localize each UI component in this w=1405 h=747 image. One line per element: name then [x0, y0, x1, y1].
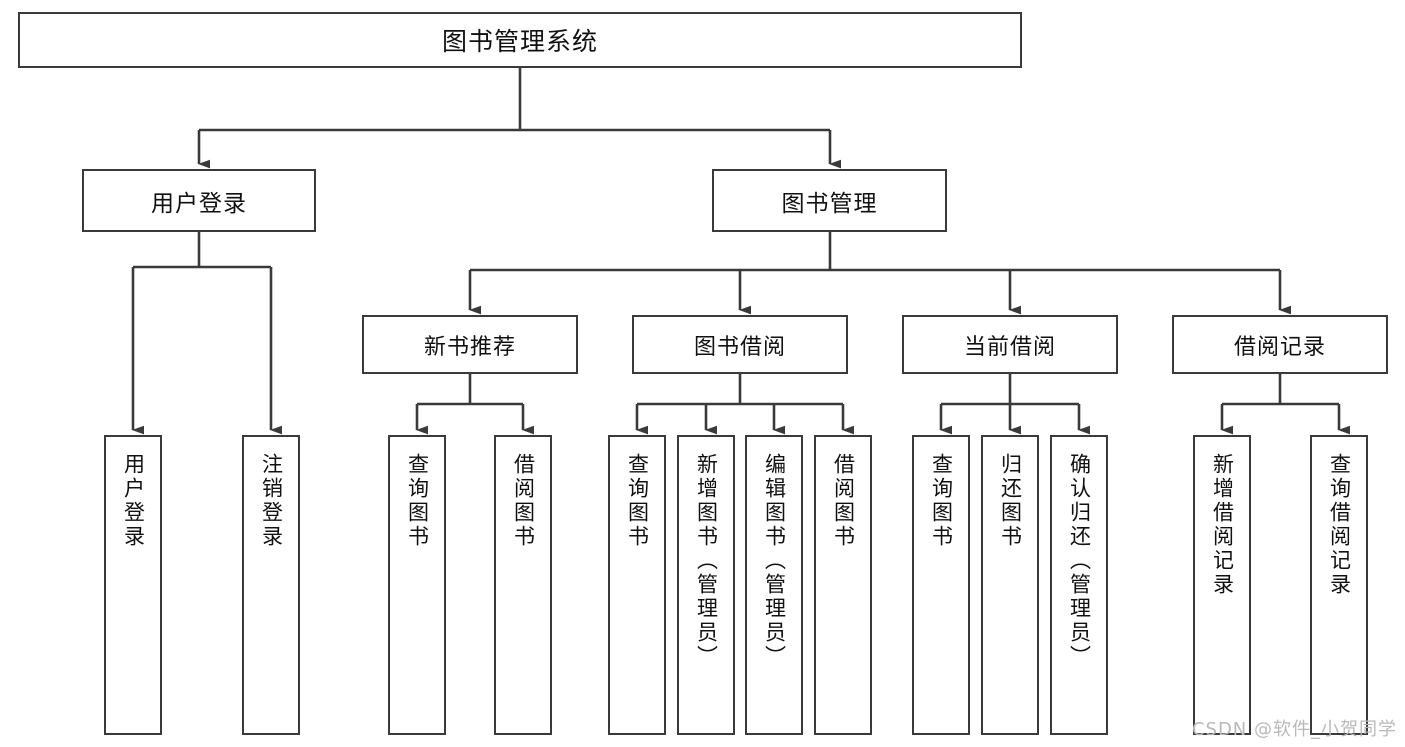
- leaf-cb-return-book[interactable]: 归还图书: [981, 435, 1039, 735]
- node-current-borrow[interactable]: 当前借阅: [902, 315, 1118, 374]
- leaf-br-add-record[interactable]: 新增借阅记录: [1193, 435, 1251, 735]
- leaf-bb-query-book-label: 查询图书: [625, 453, 650, 549]
- leaf-cb-query-book[interactable]: 查询图书: [912, 435, 970, 735]
- leaf-logout[interactable]: 注销登录: [242, 435, 300, 735]
- node-new-book-recommend-label: 新书推荐: [423, 334, 516, 360]
- leaf-bb-edit-book[interactable]: 编辑图书（管理员）: [745, 435, 803, 735]
- node-book-borrow-label: 图书借阅: [693, 334, 786, 360]
- leaf-user-login-label: 用户登录: [121, 453, 146, 549]
- leaf-bb-edit-book-label: 编辑图书（管理员）: [762, 453, 787, 669]
- leaf-logout-label: 注销登录: [259, 453, 284, 549]
- leaf-br-query-record-label: 查询借阅记录: [1327, 453, 1352, 597]
- leaf-nb-query-book-label: 查询图书: [405, 453, 430, 549]
- leaf-nb-borrow-book-label: 借阅图书: [511, 453, 536, 549]
- leaf-br-add-record-label: 新增借阅记录: [1210, 453, 1235, 597]
- leaf-cb-confirm-return[interactable]: 确认归还（管理员）: [1050, 435, 1108, 735]
- leaf-br-query-record[interactable]: 查询借阅记录: [1310, 435, 1368, 735]
- node-root[interactable]: 图书管理系统: [18, 12, 1022, 68]
- leaf-nb-query-book[interactable]: 查询图书: [388, 435, 446, 735]
- leaf-cb-query-book-label: 查询图书: [929, 453, 954, 549]
- node-user-login-label: 用户登录: [151, 190, 247, 217]
- node-book-manage-label: 图书管理: [781, 190, 878, 217]
- leaf-bb-borrow-book-label: 借阅图书: [831, 453, 856, 549]
- node-book-borrow[interactable]: 图书借阅: [632, 315, 848, 374]
- node-current-borrow-label: 当前借阅: [963, 334, 1056, 360]
- leaf-user-login[interactable]: 用户登录: [104, 435, 162, 735]
- leaf-bb-add-book-label: 新增图书（管理员）: [694, 453, 719, 669]
- node-book-manage[interactable]: 图书管理: [712, 169, 947, 232]
- node-borrow-record-label: 借阅记录: [1233, 334, 1326, 360]
- leaf-bb-borrow-book[interactable]: 借阅图书: [814, 435, 872, 735]
- leaf-bb-query-book[interactable]: 查询图书: [608, 435, 666, 735]
- leaf-nb-borrow-book[interactable]: 借阅图书: [494, 435, 552, 735]
- watermark: CSDN @软件_小贺同学: [1191, 719, 1397, 740]
- node-root-label: 图书管理系统: [441, 27, 598, 56]
- leaf-cb-return-book-label: 归还图书: [998, 453, 1023, 549]
- node-borrow-record[interactable]: 借阅记录: [1172, 315, 1388, 374]
- node-new-book-recommend[interactable]: 新书推荐: [362, 315, 578, 374]
- node-user-login[interactable]: 用户登录: [82, 169, 316, 232]
- leaf-cb-confirm-return-label: 确认归还（管理员）: [1067, 453, 1092, 669]
- leaf-bb-add-book[interactable]: 新增图书（管理员）: [677, 435, 735, 735]
